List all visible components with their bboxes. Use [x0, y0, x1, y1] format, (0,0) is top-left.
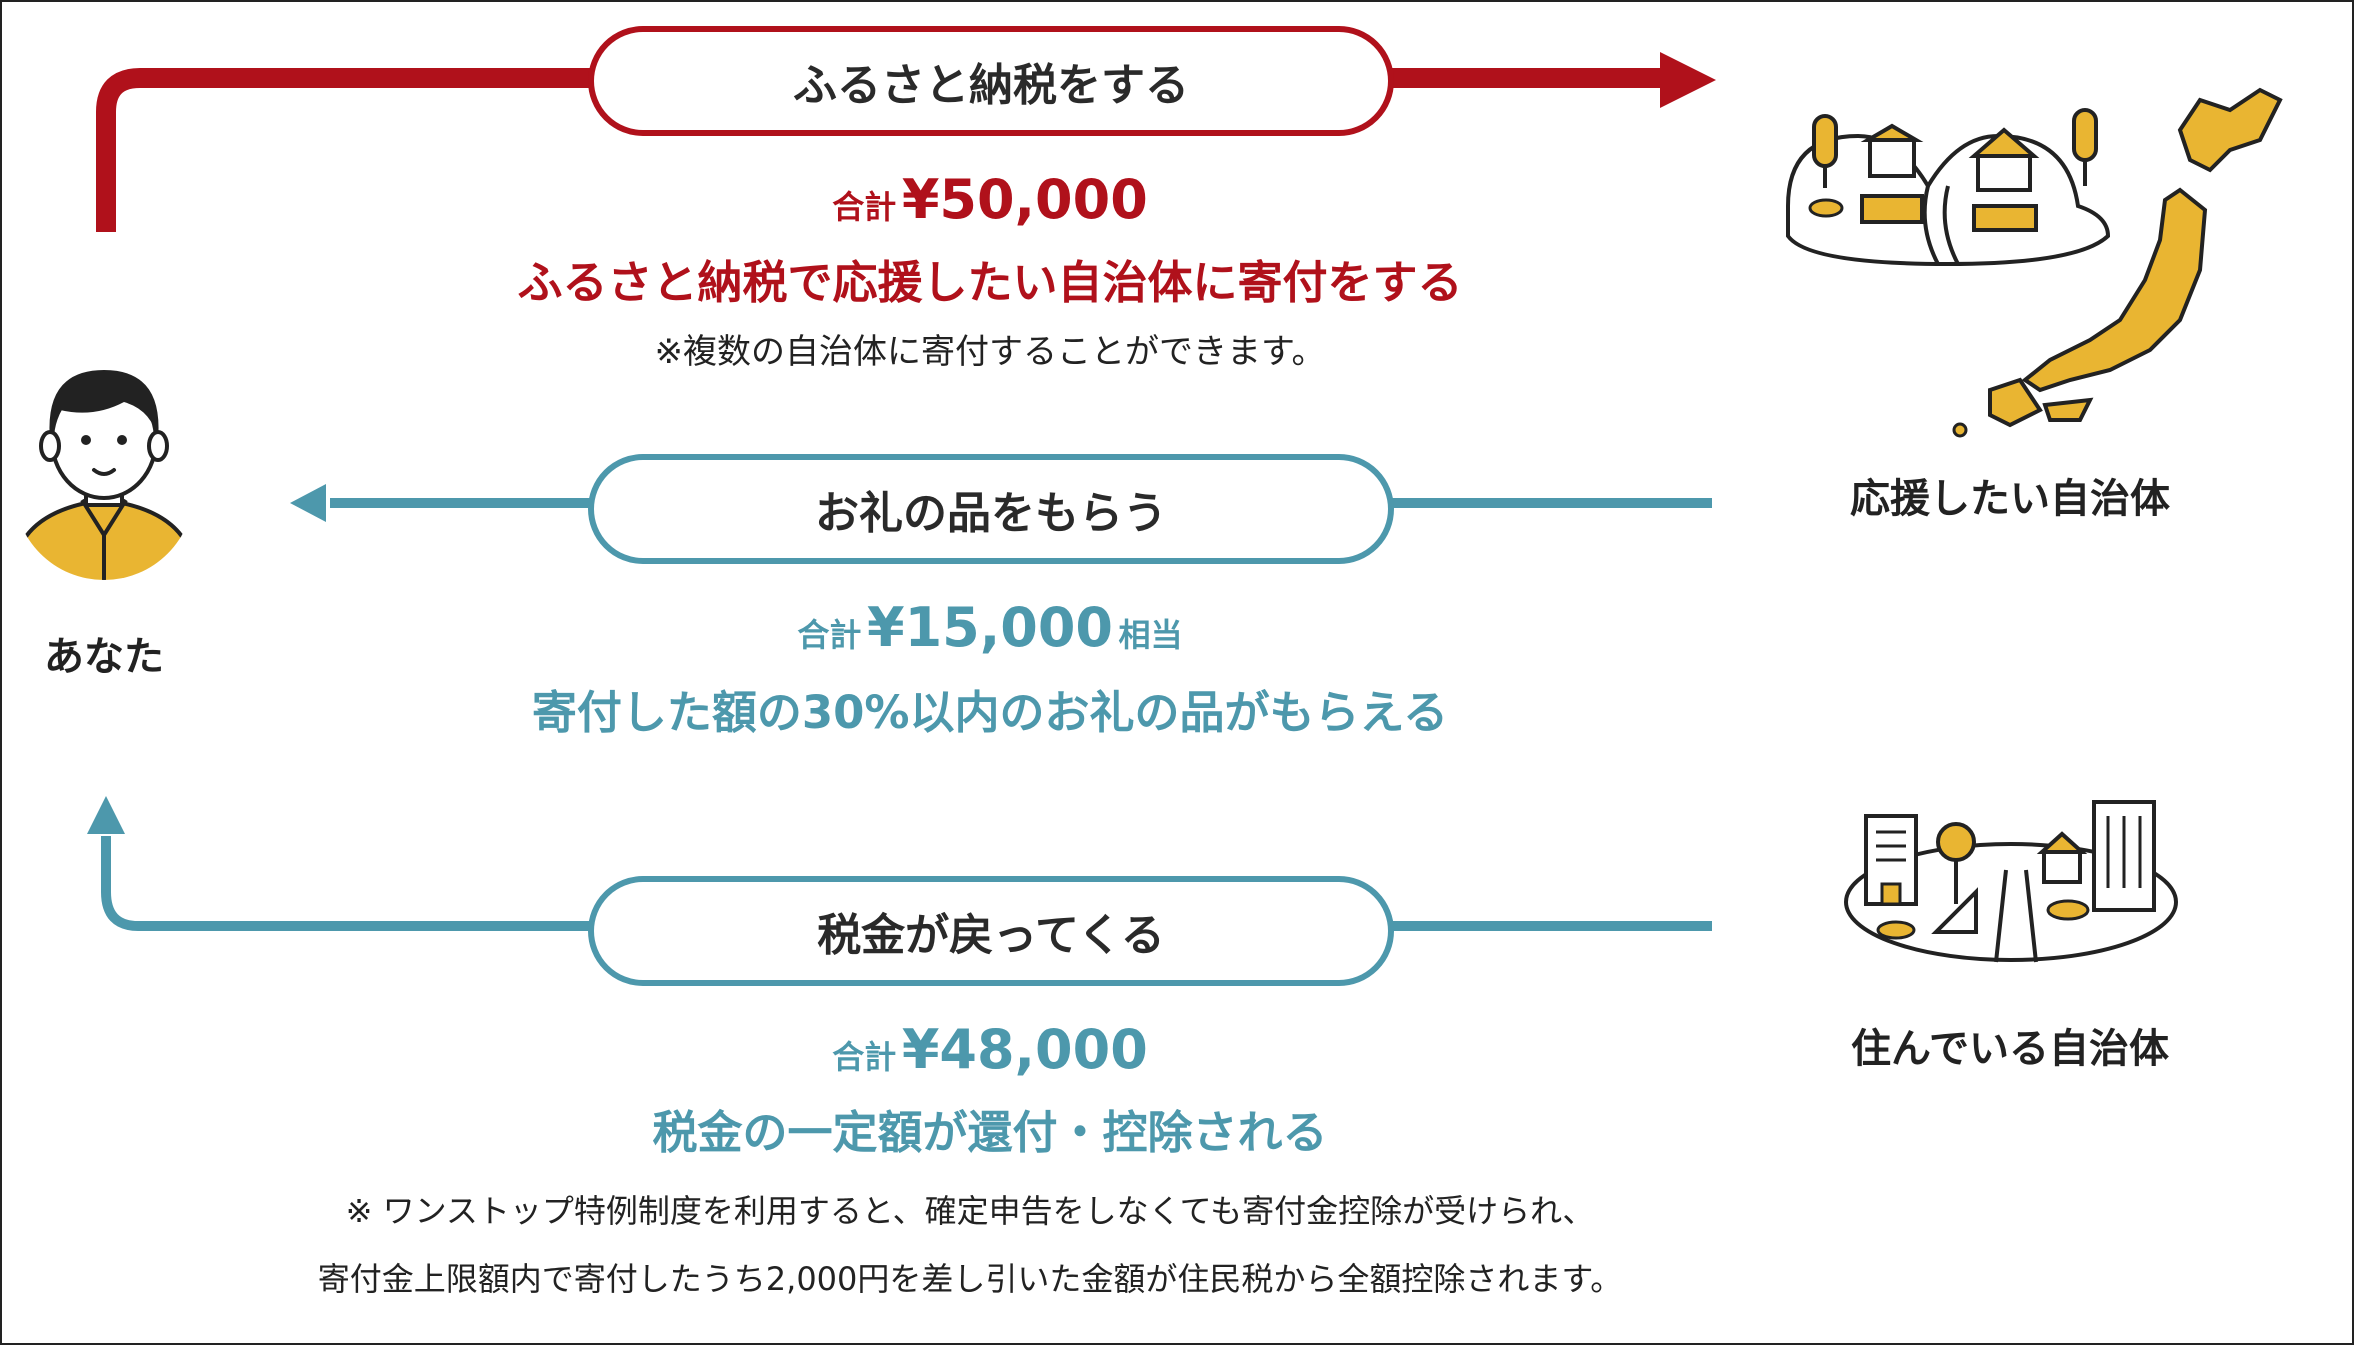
refund-note-line2: 寄付金上限額内で寄付したうち2,000円を差し引いた金額が住民税から全額控除され… — [317, 1260, 1623, 1298]
refund-amount: ¥48,000 — [901, 1018, 1148, 1081]
gift-step-pill: お礼の品をもらう — [588, 454, 1394, 564]
donate-step-label: ふるさと納税をする — [793, 60, 1189, 111]
donate-arrow-line — [96, 68, 1670, 232]
donate-description: ふるさと納税で応援したい自治体に寄付をする — [517, 256, 1463, 309]
japan-map-icon — [1952, 87, 2283, 438]
refund-arrow-line — [101, 836, 1712, 931]
refund-arrow-head — [87, 796, 125, 834]
donate-amount: ¥50,000 — [901, 168, 1148, 231]
home-municipality-label: 住んでいる自治体 — [1851, 1026, 2169, 1072]
target-municipality-label: 応援したい自治体 — [1850, 476, 2170, 522]
gift-description: 寄付した額の30%以内のお礼の品がもらえる — [531, 686, 1449, 739]
rural-town-icon — [1786, 108, 2111, 266]
refund-description: 税金の一定額が還付・控除される — [652, 1106, 1328, 1159]
refund-total-prefix: 合計 — [832, 1038, 897, 1076]
donate-note: ※複数の自治体に寄付することができます。 — [654, 332, 1326, 372]
gift-amount: ¥15,000 — [867, 596, 1113, 659]
refund-step-label: 税金が戻ってくる — [817, 910, 1165, 961]
gift-total-prefix: 合計 — [797, 616, 862, 654]
you-label: あなた — [44, 634, 164, 680]
refund-note-line1: ※ ワンストップ特例制度を利用すると、確定申告をしなくても寄付金控除が受けられ、 — [345, 1192, 1595, 1230]
donate-total-prefix: 合計 — [832, 188, 897, 226]
donate-step-pill: ふるさと納税をする — [588, 26, 1394, 136]
refund-step-pill: 税金が戻ってくる — [588, 876, 1394, 986]
gift-amount-suffix: 相当 — [1118, 616, 1183, 654]
gift-total: 合計 ¥15,000 相当 — [470, 596, 1510, 659]
city-town-icon — [1844, 800, 2178, 963]
person-icon — [14, 370, 194, 580]
refund-total: 合計 ¥48,000 — [470, 1018, 1510, 1081]
gift-step-label: お礼の品をもらう — [815, 488, 1167, 539]
donate-total: 合計 ¥50,000 — [470, 168, 1510, 231]
donate-arrow-head — [1660, 52, 1716, 108]
gift-arrow-head — [290, 484, 326, 522]
